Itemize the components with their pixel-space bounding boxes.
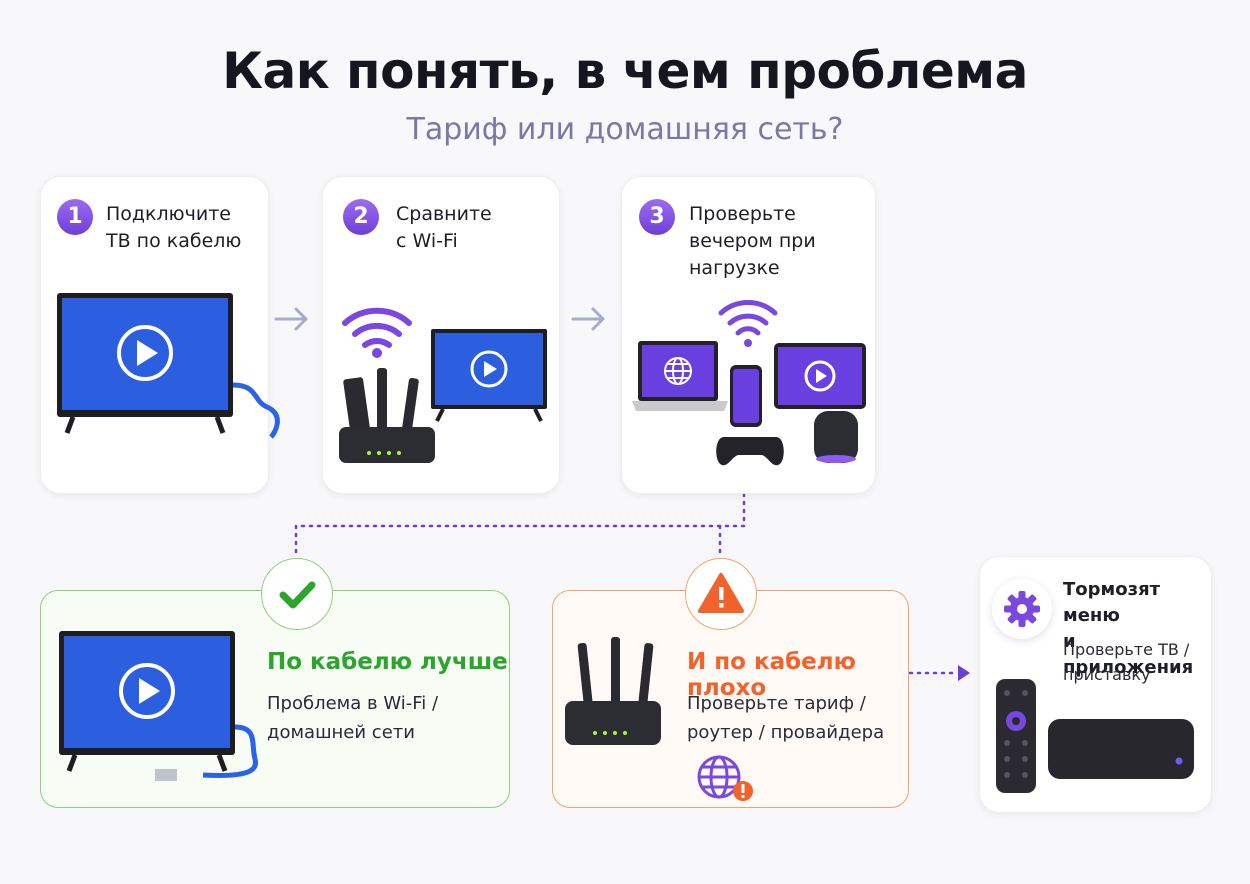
tv-cable-illustration [59, 631, 259, 781]
globe-warning-icon [697, 755, 753, 801]
arrow-right-icon [571, 307, 605, 331]
gear-icon [1004, 591, 1040, 627]
settop-box-icon [1048, 719, 1194, 779]
router-icon [565, 637, 661, 745]
tv-icon [57, 293, 280, 439]
cable-icon [202, 724, 259, 778]
check-badge [261, 558, 333, 630]
step-label: Сравните с Wi-Fi [396, 203, 492, 252]
router-tv-illustration [339, 307, 547, 463]
step-card-1: 1 Подключите ТВ по кабелю [40, 176, 280, 494]
gear-badge [992, 579, 1052, 639]
page-title: Как понять, в чем проблема [222, 42, 1028, 100]
result-card-cable-better: По кабелю лучше Проблема в Wi-Fi / домаш… [40, 590, 510, 808]
step-number-badge: 2 [343, 199, 379, 235]
result-text: Проверьте ТВ / приставку [1063, 640, 1190, 684]
play-icon [117, 325, 173, 381]
gamepad-icon [716, 437, 784, 466]
step-card-2: 2 Сравните с Wi-Fi [322, 176, 560, 494]
result-title: По кабелю лучше [267, 649, 508, 675]
check-icon [279, 581, 316, 609]
step-label: Подключите ТВ по кабелю [106, 203, 242, 252]
wifi-icon [718, 300, 778, 336]
result-title: И по кабелю плохо [687, 649, 856, 701]
usb-plug-icon [155, 769, 177, 781]
tv-icon [59, 631, 235, 772]
phone-icon [730, 365, 762, 427]
devices-illustration [632, 300, 866, 466]
step-number-badge: 3 [639, 199, 675, 235]
step-number-badge: 1 [57, 199, 93, 235]
tablet-icon [774, 343, 866, 409]
speaker-icon [814, 411, 858, 463]
warning-icon [698, 573, 744, 613]
result-text: Проверьте тариф / роутер / провайдера [687, 693, 885, 743]
globe-icon [664, 357, 692, 385]
arrow-right-icon [274, 307, 308, 331]
wifi-icon [342, 307, 412, 348]
page-subtitle: Тариф или домашняя сеть? [406, 112, 844, 147]
router-icon [339, 368, 435, 463]
remote-box-illustration [996, 679, 1194, 793]
warning-badge [685, 558, 757, 630]
tv-icon [431, 329, 547, 422]
step-card-3: 3 Проверьте вечером при нагрузке [621, 176, 876, 494]
dotted-connector [294, 492, 960, 675]
result-title: Тормозят меню и приложения [1063, 579, 1194, 678]
arrow-head-icon [958, 665, 970, 681]
result-card-device: Тормозят меню и приложения Проверьте ТВ … [979, 556, 1212, 813]
globe-icon [697, 755, 741, 799]
remote-icon [996, 679, 1036, 793]
result-text: Проблема в Wi-Fi / домашней сети [267, 693, 439, 743]
cable-icon [232, 382, 280, 439]
laptop-icon [632, 341, 728, 411]
step-label: Проверьте вечером при нагрузке [689, 203, 816, 279]
